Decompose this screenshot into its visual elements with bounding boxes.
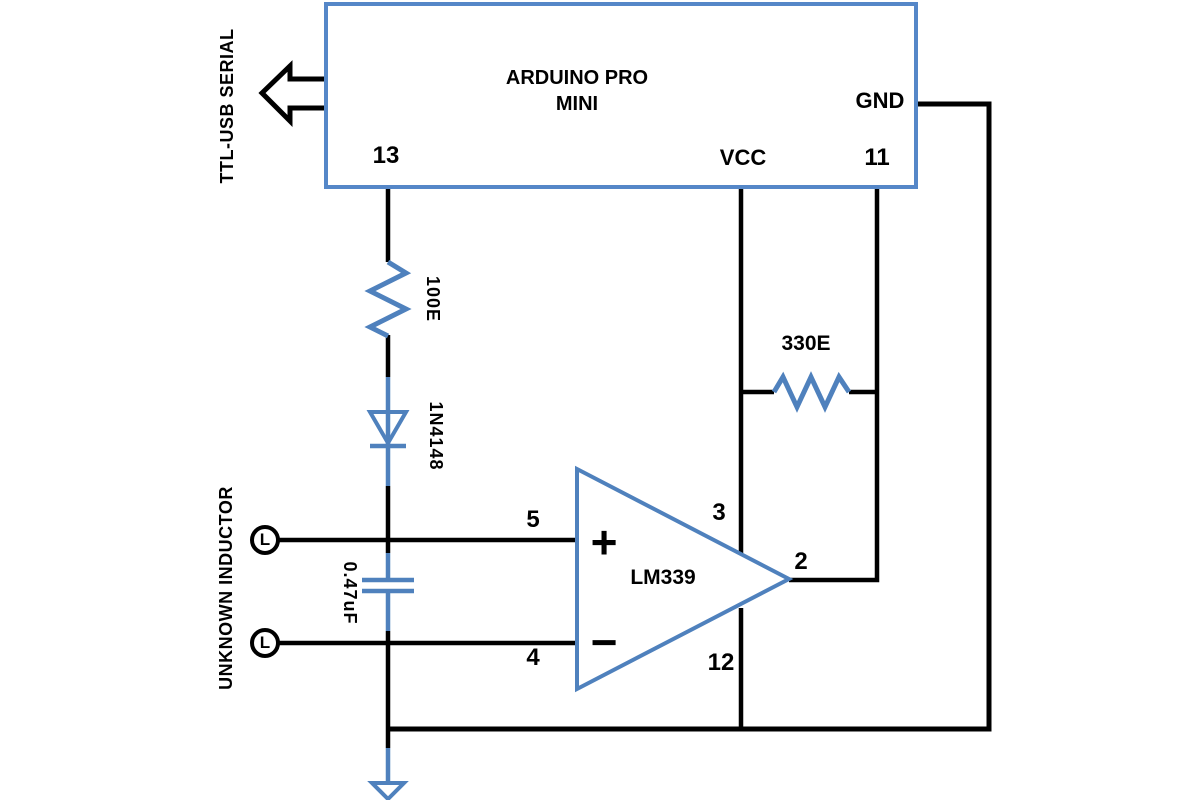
comparator-plus-symbol: +	[590, 516, 618, 568]
pin-label-gnd: GND	[855, 88, 905, 113]
capacitor-047uf-label: 0.47uF	[340, 561, 360, 625]
diode-1n4148-triangle	[366, 410, 410, 447]
wire-pin11-to-output	[789, 186, 880, 583]
resistor-330e-label: 330E	[781, 332, 831, 355]
unknown-inductor-label: UNKNOWN INDUCTOR	[216, 486, 236, 690]
capacitor-047uf-plates	[362, 577, 414, 594]
comparator-name-label: LM339	[630, 566, 696, 589]
comparator-pin-5-label: 5	[526, 506, 540, 533]
pin-label-11: 11	[864, 144, 890, 171]
arduino-title-line2: MINI	[555, 93, 599, 115]
arduino-box	[324, 2, 918, 189]
resistor-100e	[364, 259, 412, 339]
arduino-title-line1: ARDUINO PRO	[505, 67, 649, 89]
inductor-terminal-1-letter: L	[259, 530, 271, 549]
inductor-terminal-1-circle	[250, 525, 280, 555]
pin-label-vcc: VCC	[719, 145, 767, 170]
ttl-usb-serial-label: TTL-USB SERIAL	[217, 28, 237, 184]
comparator-pin-3-label: 3	[712, 499, 726, 526]
inductor-terminal-2-letter: L	[259, 633, 271, 652]
diode-1n4148-label: 1N4148	[426, 401, 446, 471]
left-arrow-icon	[258, 60, 326, 128]
wire-gnd-net	[388, 101, 992, 732]
comparator-triangle	[575, 465, 794, 693]
comparator-pin-2-label: 2	[794, 548, 808, 575]
ground-symbol	[367, 781, 409, 800]
arduino-title: ARDUINO PRO MINI	[457, 65, 697, 117]
pin-label-13: 13	[372, 142, 400, 169]
comparator-minus-symbol: −	[590, 616, 618, 668]
resistor-100e-label: 100E	[423, 275, 443, 323]
comparator-pin-4-label: 4	[526, 644, 540, 671]
comparator-pin-12-label: 12	[707, 649, 735, 676]
inductor-terminal-2-circle	[250, 628, 280, 658]
resistor-330e	[771, 371, 852, 413]
